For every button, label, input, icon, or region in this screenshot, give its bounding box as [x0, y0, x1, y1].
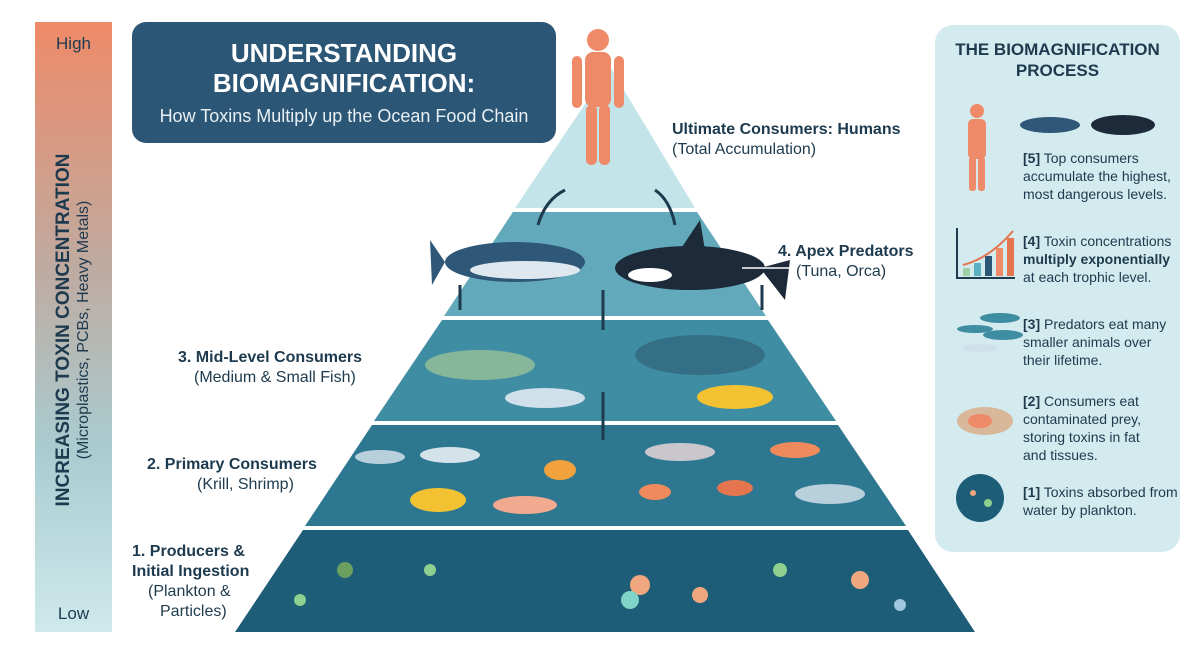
level-name: 2. Primary Consumers [147, 456, 317, 473]
process-step-5: [5] Top consumers accumulate the highest… [1023, 149, 1178, 203]
leader-lines [660, 144, 935, 476]
step-text-bold: multiply exponentially [1023, 251, 1171, 267]
level-name: 4. Apex Predators [778, 243, 914, 260]
level-name: Ultimate Consumers: Humans [672, 121, 901, 138]
level-detail: (Tuna, Orca) [796, 263, 887, 280]
step-text: Top consumers accumulate the highest, mo… [1023, 150, 1171, 202]
level-name: 1. Producers & [132, 543, 245, 560]
plankton-icons [294, 562, 906, 611]
human-small-icon [968, 104, 986, 191]
tuna-icon [430, 240, 585, 285]
step-text: Predators eat many smaller animals over … [1023, 316, 1167, 368]
scale-low-label: Low [57, 604, 90, 623]
step-number: [1] [1023, 484, 1041, 500]
toxin-concentration-scale: High Low [35, 22, 112, 632]
level-detail: (Krill, Shrimp) [197, 476, 294, 493]
tier-apex-predators [444, 212, 766, 316]
exponential-chart-icon [956, 228, 1015, 279]
label-primary-consumers: 2. Primary Consumers (Krill, Shrimp) [147, 455, 317, 495]
title-subtitle: How Toxins Multiply up the Ocean Food Ch… [159, 106, 529, 126]
primary-consumer-icons [355, 442, 865, 514]
process-title-1: THE BIOMAGNIFICATION [955, 40, 1160, 59]
step-text: Toxins absorbed from water by plankton. [1023, 484, 1178, 518]
process-title: THE BIOMAGNIFICATION PROCESS [935, 39, 1180, 81]
step-text: Toxin concentrations [1043, 233, 1172, 249]
contaminated-fish-icon [957, 407, 1013, 435]
process-step-1: [1] Toxins absorbed from water by plankt… [1023, 483, 1178, 519]
process-step-2: [2] Consumers eat contaminated prey, sto… [1023, 392, 1163, 464]
step-text-2: at each trophic level. [1023, 269, 1152, 285]
level-name: 3. Mid-Level Consumers [178, 349, 363, 366]
step-number: [5] [1023, 150, 1041, 166]
label-humans: Ultimate Consumers: Humans (Total Accumul… [672, 120, 901, 160]
step-text: Consumers eat contaminated prey, storing… [1023, 393, 1142, 463]
step-number: [4] [1023, 233, 1041, 249]
label-mid-consumers: 3. Mid-Level Consumers (Medium & Small Fi… [178, 348, 362, 388]
level-detail: (Plankton & [148, 583, 231, 600]
label-apex-predators: 4. Apex Predators (Tuna, Orca) [778, 242, 913, 282]
food-chain-arrows [458, 188, 764, 440]
orca-small-icon [1091, 115, 1155, 135]
process-title-2: PROCESS [1015, 61, 1100, 80]
process-step-3: [3] Predators eat many smaller animals o… [1023, 315, 1178, 369]
level-name-2: Initial Ingestion [132, 563, 250, 580]
step-number: [2] [1023, 393, 1041, 409]
title-line-2: BIOMAGNIFICATION: [212, 68, 476, 98]
tier-producers [235, 530, 975, 632]
plankton-circle-icon [956, 474, 1004, 522]
level-detail-2: Particles) [160, 603, 227, 620]
human-icon [572, 29, 624, 165]
tier-primary-consumers [305, 425, 906, 526]
process-icons [956, 104, 1155, 522]
process-panel: THE BIOMAGNIFICATION PROCESS [5] Top cons… [935, 25, 1180, 552]
orca-icon [615, 220, 790, 300]
small-fish-school-icon [957, 313, 1023, 352]
label-producers: 1. Producers & Initial Ingestion (Plankton… [132, 542, 249, 622]
process-step-4: [4] Toxin concentrations multiply expone… [1023, 232, 1178, 286]
mid-fish-icons [425, 335, 773, 409]
title-line-1: UNDERSTANDING [230, 38, 458, 68]
tuna-small-icon [1020, 117, 1080, 133]
title-banner: UNDERSTANDING BIOMAGNIFICATION: How Toxi… [132, 22, 556, 143]
scale-high-label: High [56, 34, 91, 53]
level-detail: (Medium & Small Fish) [194, 369, 356, 386]
level-detail: (Total Accumulation) [672, 141, 817, 158]
step-number: [3] [1023, 316, 1041, 332]
